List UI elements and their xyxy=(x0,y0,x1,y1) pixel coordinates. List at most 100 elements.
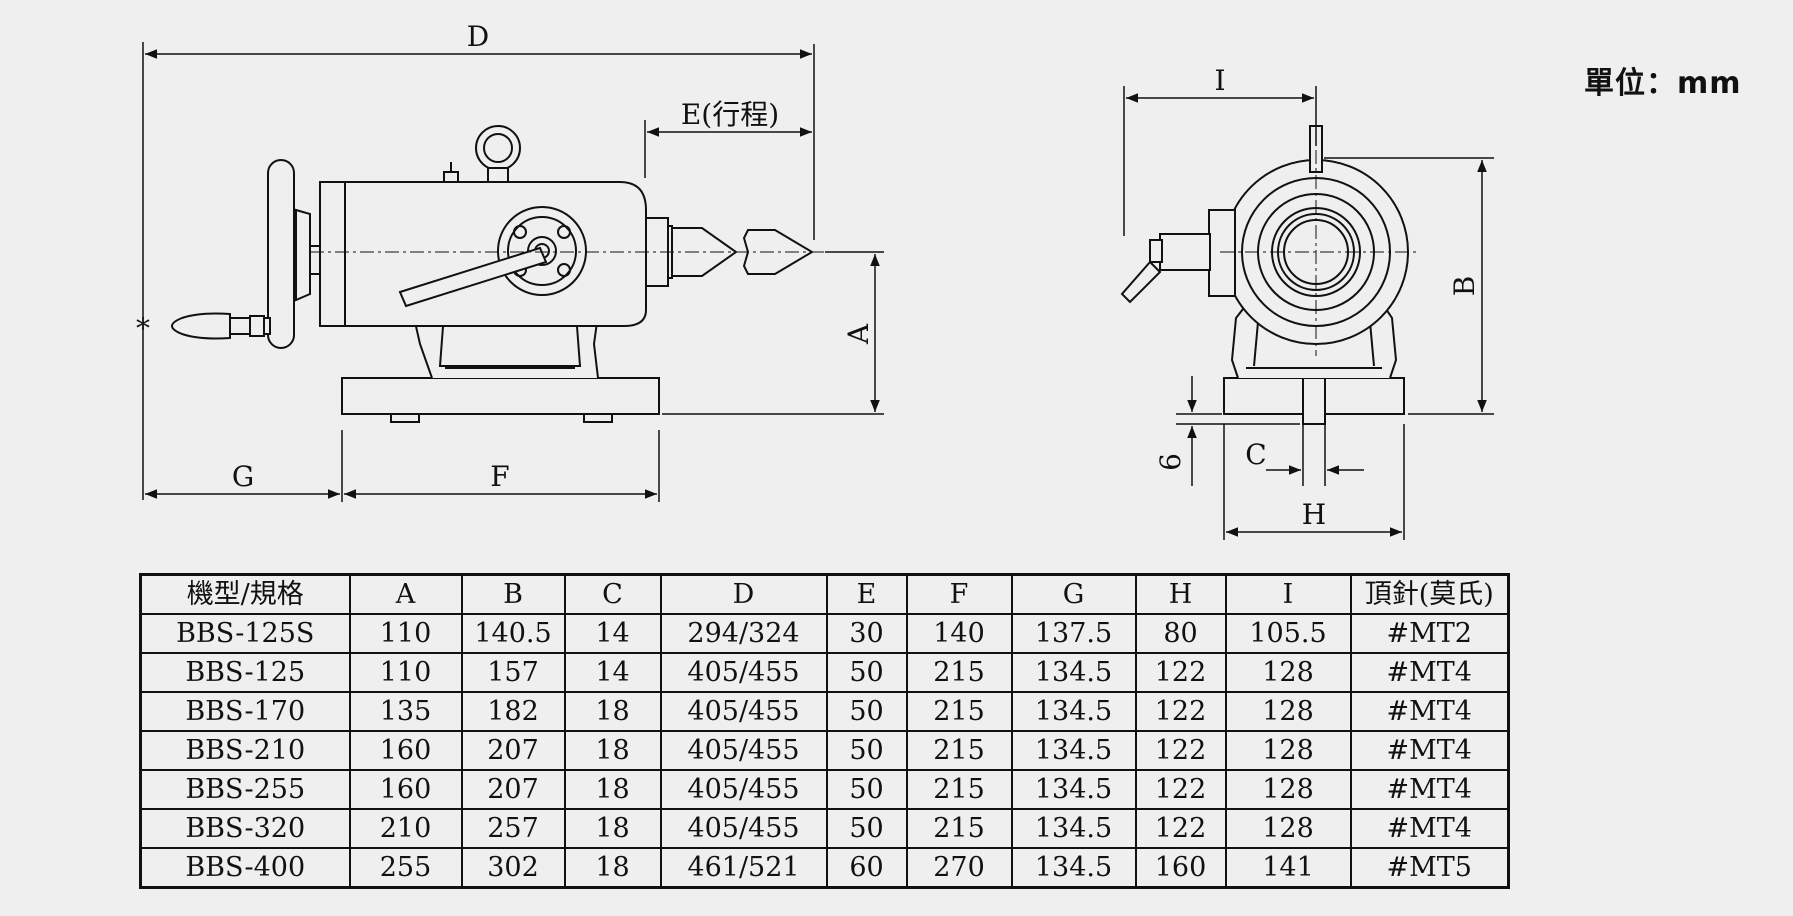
cell-center: #MT2 xyxy=(1349,613,1510,654)
header-G: G xyxy=(1010,573,1137,615)
cell-center: #MT4 xyxy=(1349,769,1510,810)
header-C: C xyxy=(563,573,662,615)
cell-E: 50 xyxy=(825,808,908,849)
header-F: F xyxy=(905,573,1013,615)
cell-D: 405/455 xyxy=(659,808,828,849)
cell-D: 405/455 xyxy=(659,652,828,693)
dim-label-B: B xyxy=(1448,276,1481,297)
cell-G: 134.5 xyxy=(1010,847,1137,889)
cell-A: 160 xyxy=(348,769,463,810)
cell-C: 18 xyxy=(563,769,662,810)
cell-I: 128 xyxy=(1224,769,1352,810)
tailstock-side-view xyxy=(171,125,814,423)
cell-D: 294/324 xyxy=(659,613,828,654)
cell-B: 207 xyxy=(460,730,566,771)
dim-label-A: A xyxy=(842,323,875,345)
cell-F: 215 xyxy=(905,808,1013,849)
header-center: 頂針(莫氏) xyxy=(1349,573,1510,615)
side-centre-mark: * xyxy=(136,312,150,345)
cell-E: 50 xyxy=(825,652,908,693)
cell-H: 122 xyxy=(1134,769,1227,810)
cell-I: 141 xyxy=(1224,847,1352,889)
cell-B: 207 xyxy=(460,769,566,810)
header-D: D xyxy=(659,573,828,615)
cell-model: BBS-320 xyxy=(139,808,351,849)
cell-model: BBS-170 xyxy=(139,691,351,732)
cell-model: BBS-210 xyxy=(139,730,351,771)
cell-F: 140 xyxy=(905,613,1013,654)
unit-label: 單位：mm xyxy=(1584,66,1742,101)
cell-I: 128 xyxy=(1224,691,1352,732)
dim-label-G: G xyxy=(232,460,254,493)
cell-I: 128 xyxy=(1224,652,1352,693)
cell-B: 140.5 xyxy=(460,613,566,654)
dim-label-F: F xyxy=(490,460,509,493)
cell-C: 18 xyxy=(563,847,662,889)
cell-G: 134.5 xyxy=(1010,730,1137,771)
cell-E: 50 xyxy=(825,730,908,771)
cell-G: 134.5 xyxy=(1010,652,1137,693)
side-view-dimensions xyxy=(142,42,884,502)
cell-D: 405/455 xyxy=(659,769,828,810)
cell-B: 257 xyxy=(460,808,566,849)
cell-D: 461/521 xyxy=(659,847,828,889)
cell-center: #MT4 xyxy=(1349,730,1510,771)
cell-B: 182 xyxy=(460,691,566,732)
cell-center: #MT4 xyxy=(1349,808,1510,849)
cell-C: 14 xyxy=(563,652,662,693)
cell-G: 134.5 xyxy=(1010,691,1137,732)
cell-A: 210 xyxy=(348,808,463,849)
cell-center: #MT4 xyxy=(1349,691,1510,732)
dim-label-D: D xyxy=(467,20,489,53)
cell-A: 110 xyxy=(348,652,463,693)
tailstock-front-view xyxy=(1120,125,1409,425)
cell-A: 255 xyxy=(348,847,463,889)
cell-G: 134.5 xyxy=(1010,769,1137,810)
cell-I: 128 xyxy=(1224,730,1352,771)
dim-label-C: C xyxy=(1245,438,1266,471)
cell-A: 110 xyxy=(348,613,463,654)
cell-H: 122 xyxy=(1134,652,1227,693)
cell-E: 30 xyxy=(825,613,908,654)
cell-F: 215 xyxy=(905,730,1013,771)
cell-H: 122 xyxy=(1134,691,1227,732)
cell-model: BBS-125S xyxy=(139,613,351,654)
cell-H: 160 xyxy=(1134,847,1227,889)
header-B: B xyxy=(460,573,566,615)
cell-G: 137.5 xyxy=(1010,613,1137,654)
cell-F: 215 xyxy=(905,769,1013,810)
header-model: 機型/規格 xyxy=(139,573,351,615)
cell-C: 18 xyxy=(563,691,662,732)
header-E: E xyxy=(825,573,908,615)
dim-label-E: E(行程) xyxy=(681,98,779,131)
cell-model: BBS-125 xyxy=(139,652,351,693)
header-H: H xyxy=(1134,573,1227,615)
cell-H: 122 xyxy=(1134,808,1227,849)
front-view-dimensions xyxy=(1123,86,1494,540)
cell-F: 215 xyxy=(905,652,1013,693)
header-I: I xyxy=(1224,573,1352,615)
cell-A: 135 xyxy=(348,691,463,732)
technical-drawing: D E(行程) A G F * xyxy=(136,20,1494,540)
header-A: A xyxy=(348,573,463,615)
cell-G: 134.5 xyxy=(1010,808,1137,849)
cell-E: 50 xyxy=(825,691,908,732)
table-header-row: 機型/規格 A B C D E F G H I 頂針(莫氏) xyxy=(139,573,1510,615)
dim-label-H: H xyxy=(1302,498,1326,531)
cell-D: 405/455 xyxy=(659,730,828,771)
cell-C: 18 xyxy=(563,808,662,849)
cell-B: 157 xyxy=(460,652,566,693)
dim-label-I: I xyxy=(1214,64,1225,97)
cell-center: #MT4 xyxy=(1349,652,1510,693)
cell-D: 405/455 xyxy=(659,691,828,732)
cell-F: 270 xyxy=(905,847,1013,889)
cell-C: 18 xyxy=(563,730,662,771)
cell-H: 122 xyxy=(1134,730,1227,771)
